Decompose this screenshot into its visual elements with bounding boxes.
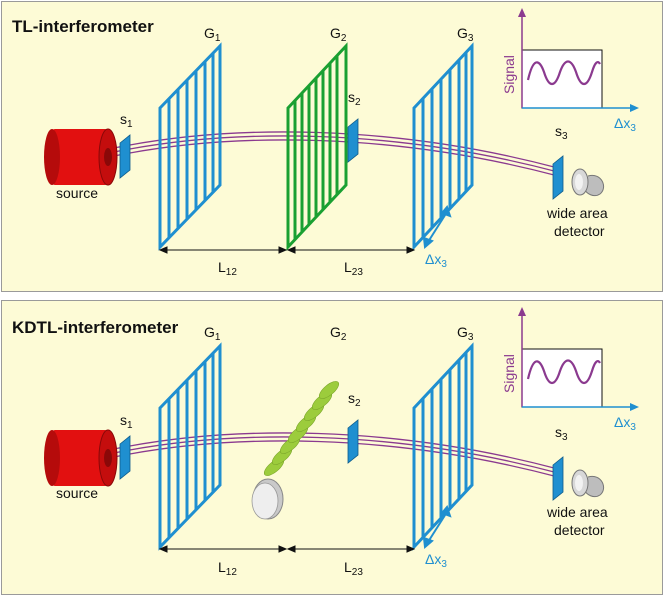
s2-label: s2 [348,390,361,409]
slit-s2 [347,419,359,464]
s2-label: s2 [348,89,361,108]
s3-label: s3 [555,123,568,142]
l12-label: L12 [218,259,237,278]
plot-x-label: Δx3 [614,115,636,134]
grating-g2 [286,42,348,251]
source-icon [44,128,118,186]
signal-plot [518,8,639,112]
l23-label: L23 [344,559,363,578]
plot-x-label: Δx3 [614,414,636,433]
beam [113,131,559,177]
standing-wave-g2 [263,381,340,476]
signal-axis-label: Signal [501,354,517,393]
g3-label: G3 [457,324,474,343]
beam [113,432,559,478]
slit-s2 [347,118,359,163]
distance-l23-arrow [286,545,416,553]
tl-diagram: TL-interferometer source s1 G1 [12,8,639,278]
dx3-label: Δx3 [425,251,447,270]
scan-arrow [422,504,452,549]
mirror-icon [251,478,284,520]
slit-s1 [119,435,131,480]
detector-icon [571,168,604,197]
detector-label-line2: detector [554,522,605,538]
g2-label: G2 [330,324,347,343]
signal-axis-label: Signal [501,55,517,94]
kdtl-diagram: KDTL-interferometer source s1 G [12,307,639,578]
detector-label-line2: detector [554,223,605,239]
l23-label: L23 [344,259,363,278]
distance-l23-arrow [286,246,416,254]
s3-label: s3 [555,424,568,443]
distance-l12-arrow [158,246,288,254]
source-label: source [56,485,98,501]
slit-s3 [552,155,564,200]
grating-g1 [158,42,222,251]
detector-label-line1: wide area [546,504,608,520]
detector-icon [571,469,604,498]
distance-l12-arrow [158,545,288,553]
grating-g1 [158,342,222,551]
g1-label: G1 [204,324,221,343]
g3-label: G3 [457,25,474,44]
slit-s1 [119,134,131,179]
kdtl-interferometer-panel: KDTL-interferometer source s1 G [1,300,663,595]
panel-title: TL-interferometer [12,17,154,36]
signal-plot [518,307,639,411]
dx3-label: Δx3 [425,551,447,570]
grating-g3 [412,42,474,251]
l12-label: L12 [218,559,237,578]
scan-arrow [422,204,452,249]
source-icon [44,429,118,487]
s1-label: s1 [120,412,133,431]
source-label: source [56,185,98,201]
g1-label: G1 [204,25,221,44]
s1-label: s1 [120,111,133,130]
g2-label: G2 [330,25,347,44]
grating-g3 [412,342,474,551]
panel-title: KDTL-interferometer [12,318,179,337]
slit-s3 [552,456,564,501]
tl-interferometer-panel: TL-interferometer source s1 G1 [1,1,663,292]
detector-label-line1: wide area [546,205,608,221]
